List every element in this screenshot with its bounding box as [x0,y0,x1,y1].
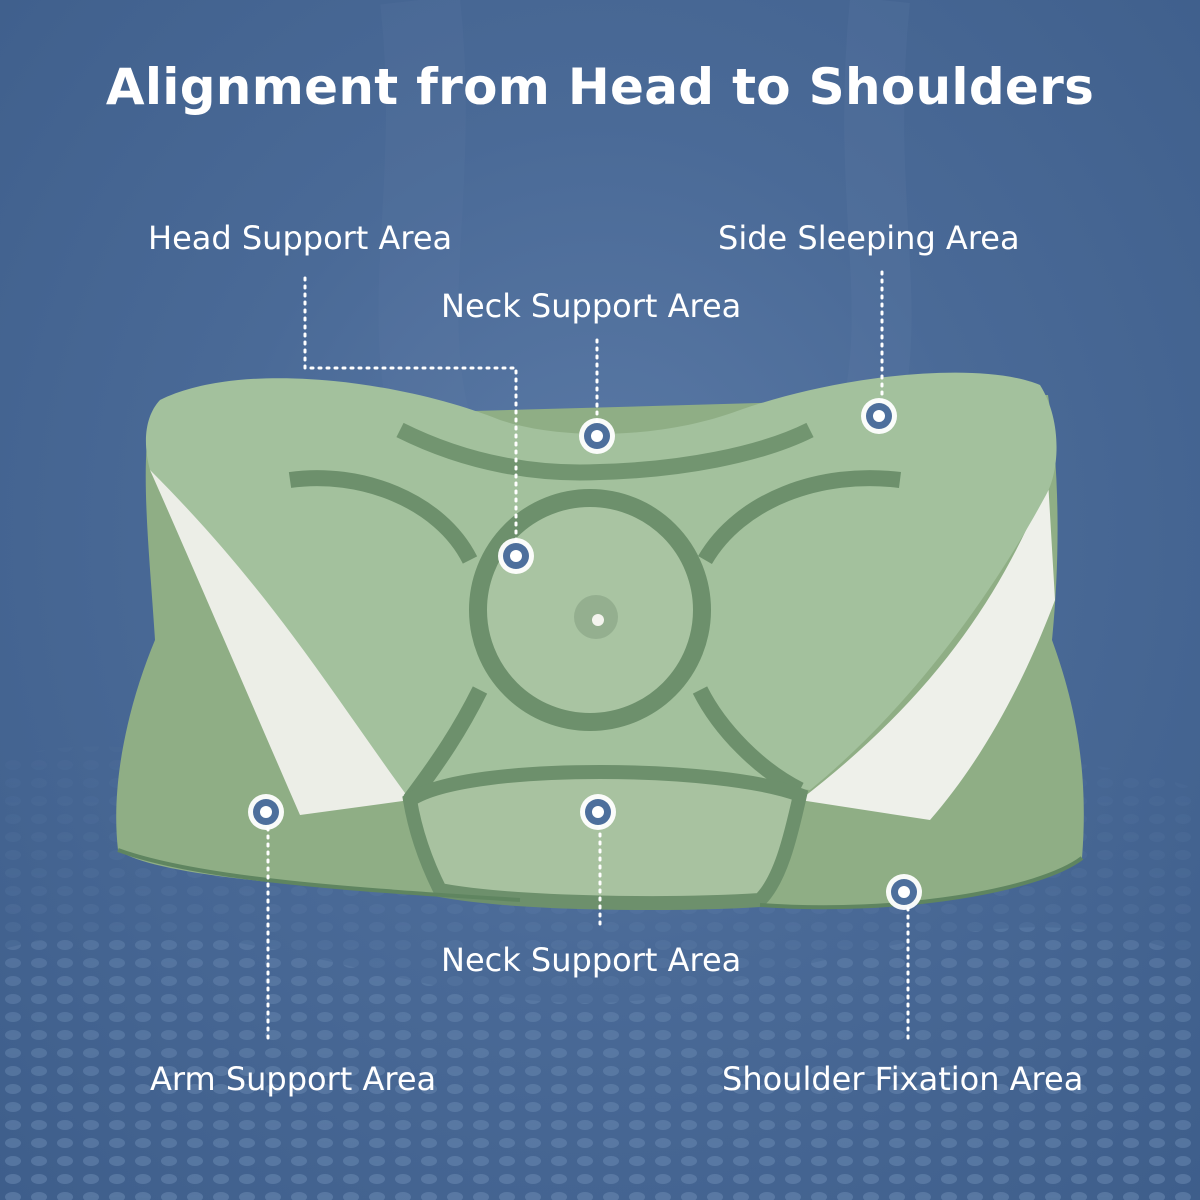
foam-right [800,480,1055,820]
marker-shoulder-fixation [886,874,922,910]
leader-head-support [303,276,518,550]
label-side-sleeping: Side Sleeping Area [718,219,1020,257]
neck-front-pad [402,764,809,910]
marker-side-sleeping [861,398,897,434]
label-neck-support-bottom: Neck Support Area [441,941,742,979]
label-arm-support: Arm Support Area [150,1060,437,1098]
label-shoulder-fixation: Shoulder Fixation Area [722,1060,1084,1098]
marker-neck-bottom [580,794,616,830]
marker-neck-top [579,418,615,454]
label-head-support: Head Support Area [148,219,453,257]
marker-head-support [498,538,534,574]
marker-arm-support [248,794,284,830]
foam-left [150,470,410,815]
label-neck-support-top: Neck Support Area [441,287,742,325]
headline: Alignment from Head to Shoulders [105,58,1095,116]
